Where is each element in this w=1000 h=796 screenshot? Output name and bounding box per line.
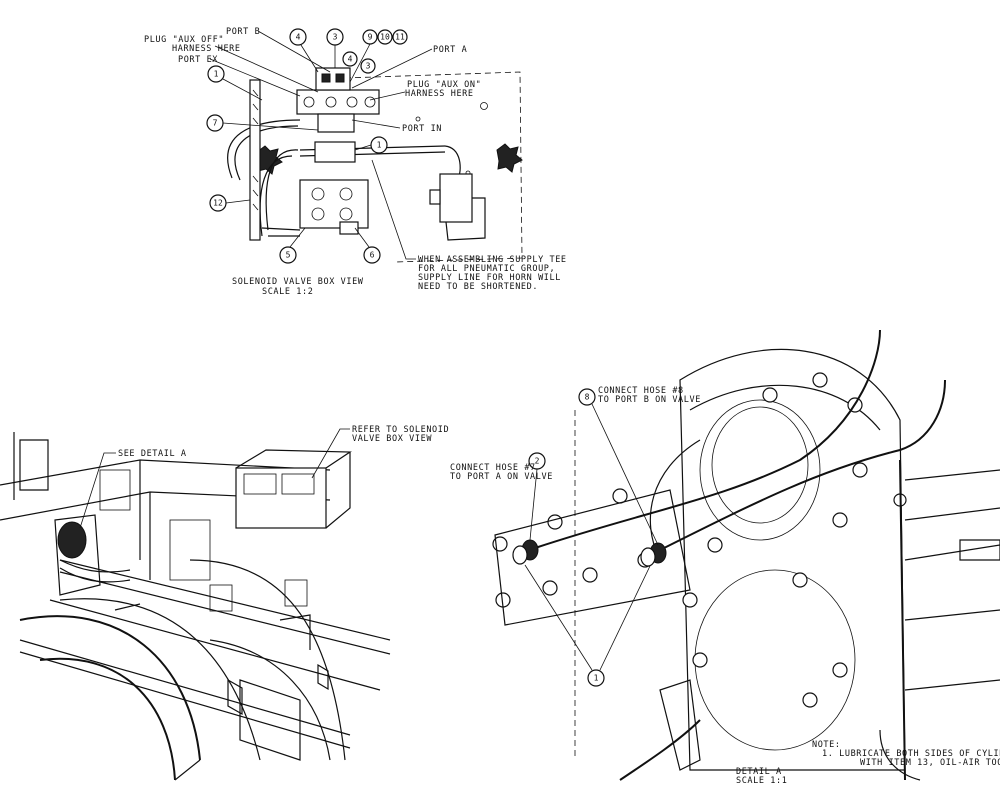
label-refer-solenoid-2: VALVE BOX VIEW: [352, 434, 432, 444]
callout-1b: 1: [354, 136, 388, 154]
cylinder-fitting-a: [512, 539, 539, 565]
note-detail-1: 1. LUBRICATE BOTH SIDES OF CYLINDER: [822, 749, 1000, 759]
label-see-detail-a: SEE DETAIL A: [118, 449, 187, 459]
svg-text:2: 2: [535, 457, 540, 466]
mounting-knob: [496, 143, 523, 173]
callout-4a: 4: [289, 28, 319, 73]
regulator: [439, 173, 473, 223]
note-detail-2: WITH ITEM 13, OIL-AIR TOOL: [860, 758, 1000, 768]
truck-isometric-view: SEE DETAIL A REFER TO SOLENOID VALVE BOX…: [0, 425, 449, 781]
svg-text:12: 12: [213, 199, 223, 208]
housing-bolts: [492, 372, 907, 708]
callout-3a: 3: [326, 28, 344, 68]
callout-8: 8: [578, 388, 659, 546]
hose-7: [534, 329, 881, 549]
svg-text:1: 1: [377, 141, 382, 150]
svg-text:4: 4: [296, 33, 301, 42]
callout-7: 7: [206, 114, 319, 132]
callout-12: 12: [209, 194, 251, 212]
cylinder-plate: [494, 489, 691, 626]
callout-3b: 3: [360, 58, 376, 74]
svg-text:10: 10: [380, 33, 390, 42]
label-connect-hose-8: CONNECT HOSE #8: [598, 386, 684, 396]
label-plug-aux-off-2: HARNESS HERE: [172, 44, 241, 54]
note-line-2: FOR ALL PNEUMATIC GROUP,: [418, 264, 555, 274]
svg-text:7: 7: [213, 119, 218, 128]
label-connect-hose-7: CONNECT HOSE #7: [450, 463, 536, 473]
callout-4b: 4: [342, 51, 358, 67]
svg-text:11: 11: [395, 33, 405, 42]
label-connect-hose-8-2: TO PORT B ON VALVE: [598, 395, 701, 405]
callout-5: 5: [279, 227, 306, 264]
svg-text:3: 3: [333, 33, 338, 42]
solenoid-valve-box-view: 4 3 9 10 11 4 3 1 7 1 12 5 6 PLUG "AUX O…: [144, 27, 567, 297]
note-line-3: SUPPLY LINE FOR HORN WILL: [418, 273, 561, 283]
view-caption: SOLENOID VALVE BOX VIEW: [232, 277, 364, 287]
callout-11: 11: [349, 29, 408, 83]
svg-text:4: 4: [348, 55, 353, 64]
mounting-bracket: [249, 79, 261, 241]
detail-caption: DETAIL A: [736, 767, 782, 777]
air-manifold: [299, 179, 369, 229]
callout-2: 2: [528, 452, 546, 541]
solenoid-valve-block: [296, 89, 380, 115]
svg-text:5: 5: [286, 251, 291, 260]
note-title: NOTE:: [812, 740, 841, 750]
note-line-1: WHEN ASSEMBLING SUPPLY TEE: [418, 255, 567, 265]
label-plug-aux-on: PLUG "AUX ON": [407, 80, 481, 90]
svg-text:6: 6: [370, 251, 375, 260]
solenoid-box-on-truck: [235, 467, 327, 529]
engine-housing: [679, 348, 906, 771]
rear-fender: [19, 615, 201, 761]
callout-1a: 1: [207, 65, 263, 101]
detail-a-location: [57, 521, 87, 559]
note-line-4: NEED TO BE SHORTENED.: [418, 282, 538, 292]
label-port-ex: PORT EX: [178, 55, 218, 65]
svg-text:3: 3: [366, 62, 371, 71]
cylinder-fitting-b: [640, 542, 667, 567]
label-port-b: PORT B: [226, 27, 260, 37]
mounting-plate-outline: [344, 71, 523, 263]
detail-scale: SCALE 1:1: [736, 776, 787, 786]
svg-text:1: 1: [594, 674, 599, 683]
svg-text:8: 8: [585, 393, 590, 402]
callout-10: 10: [377, 29, 393, 45]
label-plug-aux-off: PLUG "AUX OFF": [144, 35, 224, 45]
callout-6: 6: [354, 227, 381, 264]
detail-a-view: 8 2 1 CONNECT HOSE #8 TO PORT B ON VALVE…: [450, 329, 1000, 786]
label-refer-solenoid: REFER TO SOLENOID: [352, 425, 449, 435]
label-plug-aux-on-2: HARNESS HERE: [405, 89, 474, 99]
label-port-a: PORT A: [433, 45, 467, 55]
label-connect-hose-7-2: TO PORT A ON VALVE: [450, 472, 553, 482]
view-scale: SCALE 1:2: [262, 287, 313, 297]
callout-1-detail: 1: [524, 564, 651, 687]
svg-text:9: 9: [368, 33, 373, 42]
hose-8: [659, 379, 946, 551]
svg-text:1: 1: [214, 70, 219, 79]
callout-9: 9: [362, 29, 378, 45]
label-port-in: PORT IN: [402, 124, 442, 134]
